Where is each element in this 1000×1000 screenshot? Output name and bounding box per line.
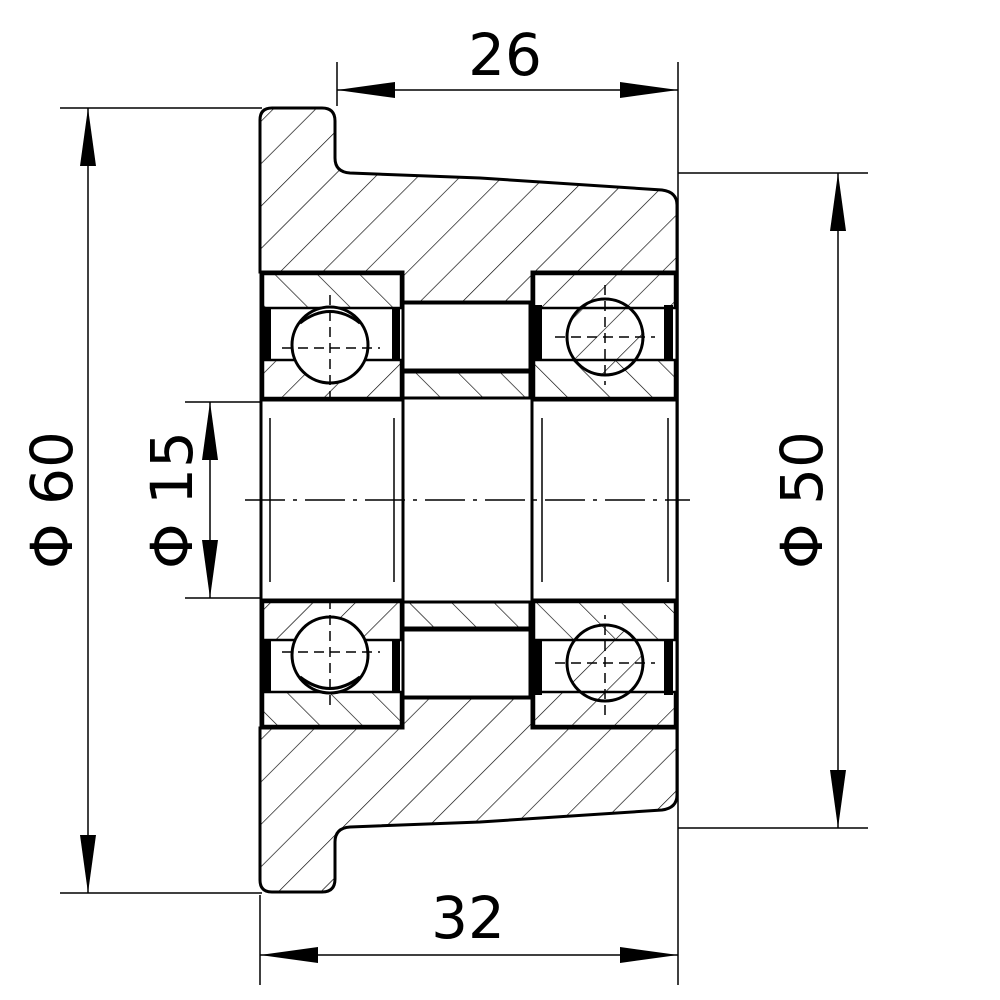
spacer-upper [401,370,532,400]
dimension-arrows [80,82,846,963]
housing-upper [258,106,679,304]
lower-section [258,598,679,894]
dim-outer-diameter: Φ 60 [18,431,86,569]
dim-top-width: 26 [468,21,542,89]
dim-body-diameter: Φ 50 [768,431,836,569]
bearing-left-upper [259,270,405,402]
upper-section [258,106,679,402]
dim-bore-diameter: Φ 15 [138,431,206,569]
dim-bottom-width: 32 [431,884,505,952]
bore [259,400,679,600]
